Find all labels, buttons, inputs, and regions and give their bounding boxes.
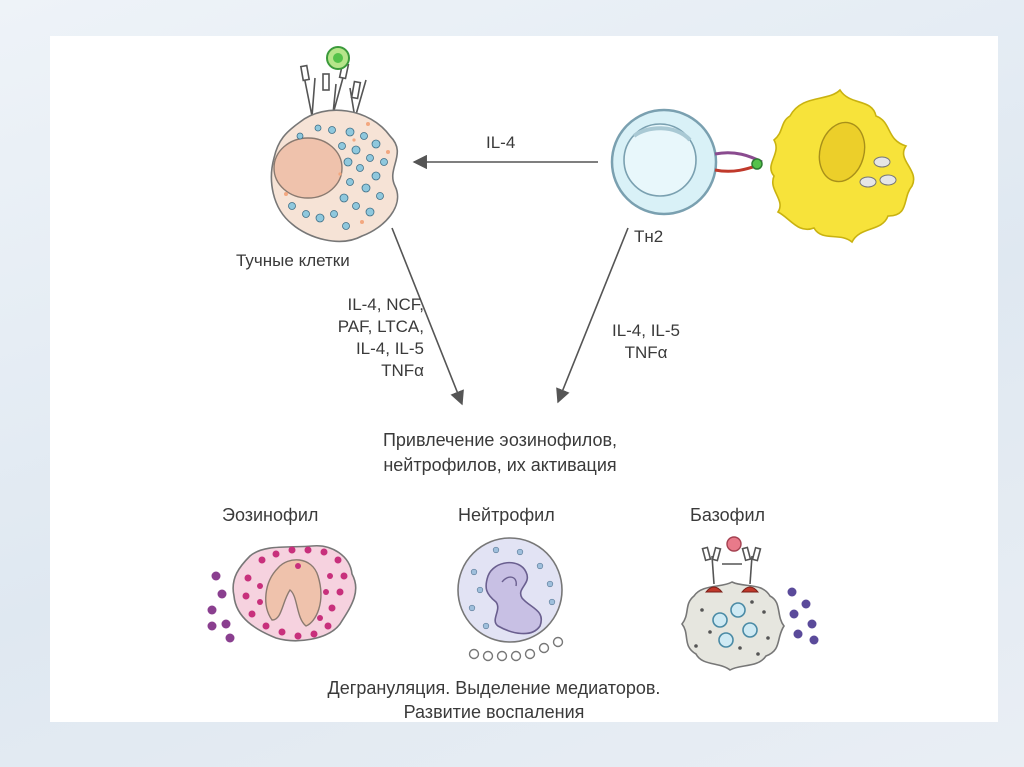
- th2-mediator-line: TNFα: [624, 343, 668, 362]
- th2-label: Тн2: [634, 227, 664, 246]
- basophil-icon: [680, 536, 819, 671]
- mast-cell-icon: [270, 46, 399, 243]
- neutrophil-icon: [457, 537, 564, 662]
- antigen-icon: [326, 46, 350, 70]
- arrow-th2-to-recruitment: [556, 227, 629, 404]
- recruitment-line: Привлечение эозинофилов,: [382, 430, 618, 450]
- eosinophil-label: Эозинофил: [222, 505, 319, 525]
- mast-cells-label: Тучные клетки: [236, 251, 350, 270]
- mast-mediator-line: IL-4, NCF,: [347, 295, 424, 314]
- th2-mediator-line: IL-4, IL-5: [611, 321, 681, 340]
- th2-cell-icon: [610, 108, 718, 216]
- arrow-mast-to-recruitment: [391, 227, 464, 406]
- mast-mediators-list: IL-4, NCF, PAF, LTCA, IL-4, IL-5 TNFα: [304, 294, 424, 382]
- th2-mediators-list: IL-4, IL-5 TNFα: [596, 320, 696, 364]
- eosinophil-icon: [207, 545, 357, 643]
- antigen-presenting-cell-icon: [770, 88, 915, 244]
- neutrophil-label: Нейтрофил: [458, 505, 555, 525]
- slide: IL-4 Тучные клетки Тн2 IL-4, NCF, PAF, L…: [50, 36, 998, 722]
- il4-arrow-label: IL-4: [486, 133, 516, 152]
- basophil-label: Базофил: [690, 505, 766, 525]
- ige-receptor-icon: [701, 546, 762, 585]
- allergen-icon: [726, 536, 742, 552]
- mast-mediator-line: IL-4, IL-5: [355, 339, 424, 358]
- recruitment-line: нейтрофилов, их активация: [383, 455, 617, 475]
- outcome-line: Развитие воспаления: [403, 702, 585, 722]
- diagram-canvas: [207, 46, 915, 671]
- mast-mediator-line: PAF, LTCA,: [337, 317, 424, 336]
- mast-mediator-line: TNFα: [381, 361, 424, 380]
- tcr-mhc-synapse-icon: [714, 151, 763, 173]
- outcome-line: Дегрануляция. Выделение медиаторов.: [327, 678, 661, 698]
- recruitment-label: Привлечение эозинофилов, нейтрофилов, их…: [330, 428, 670, 478]
- outcome-label: Дегрануляция. Выделение медиаторов. Разв…: [264, 676, 724, 724]
